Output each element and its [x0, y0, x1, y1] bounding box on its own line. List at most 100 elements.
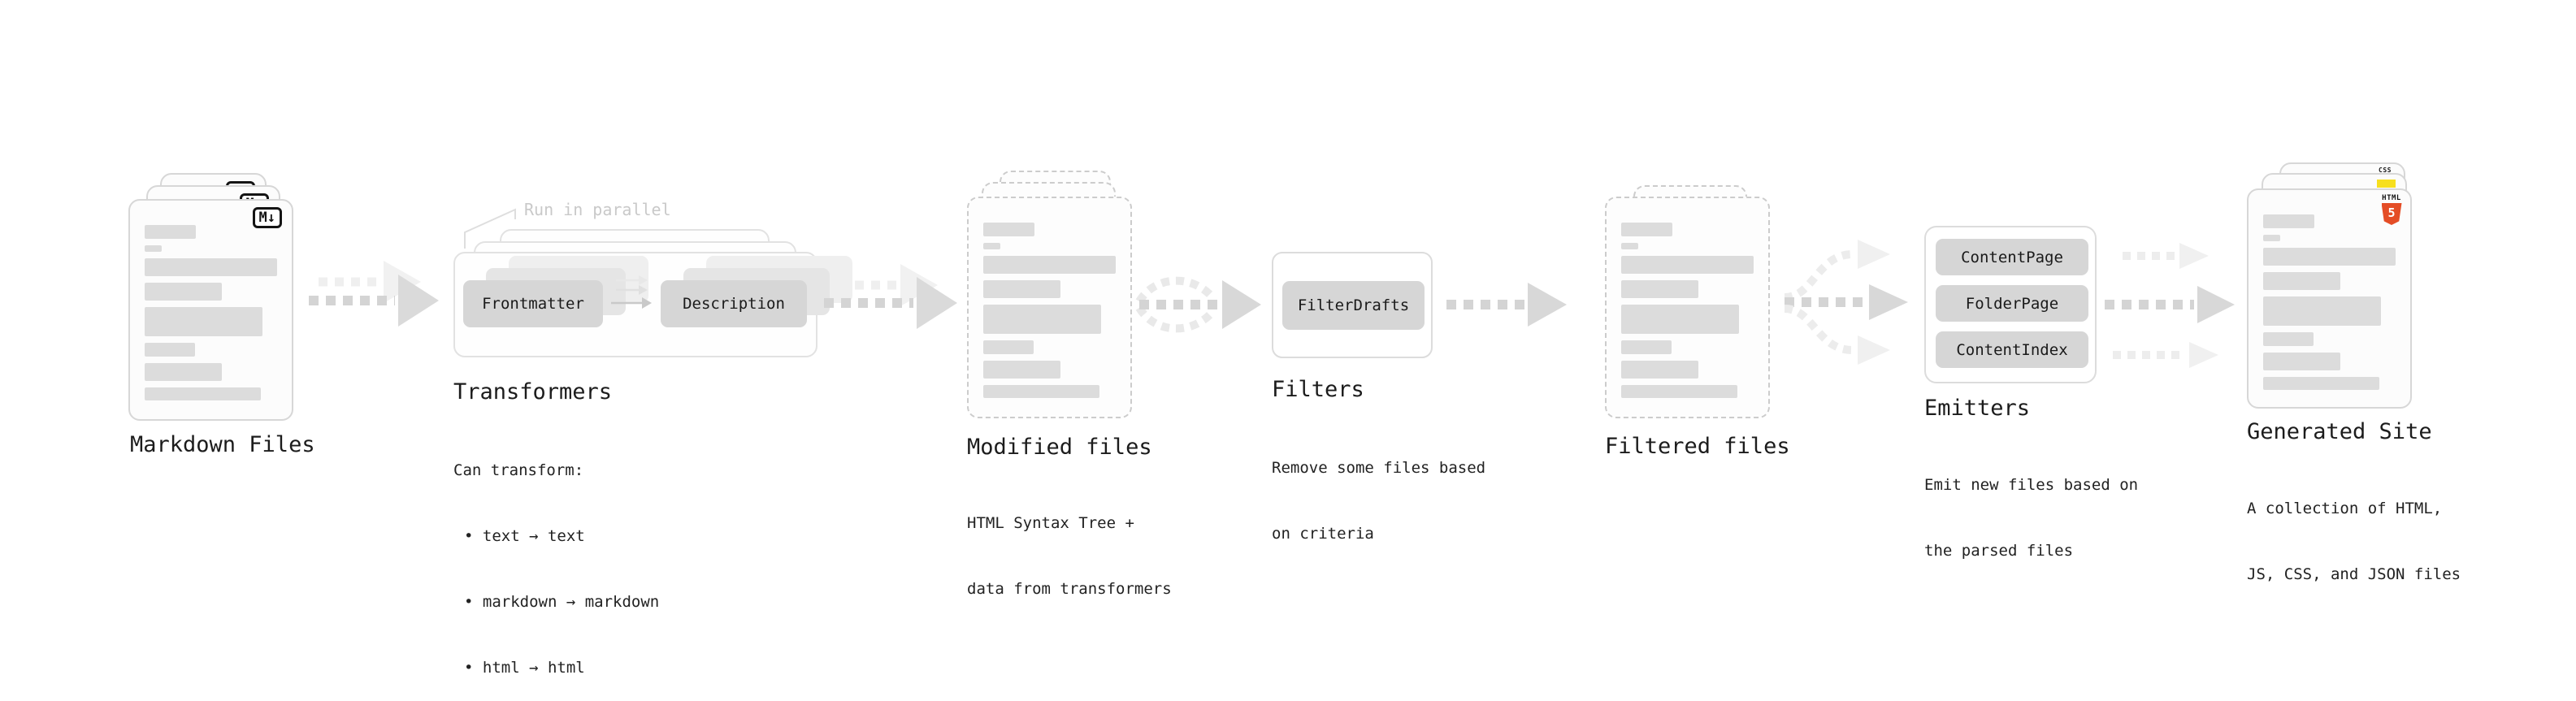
javascript-icon — [2377, 180, 2396, 188]
file-card-front — [1605, 197, 1770, 418]
filters-box: FilterDrafts — [1272, 252, 1433, 358]
placeholder-bar — [2263, 235, 2280, 241]
emitters-title: Emitters — [1924, 396, 2031, 421]
description-line: HTML Syntax Tree + — [967, 514, 1134, 532]
markdown-files-stack: M↓ M↓ M↓ — [128, 173, 332, 425]
placeholder-bar — [2263, 377, 2379, 390]
filters-description: Remove some files based on criteria — [1272, 413, 1485, 567]
placeholder-bar — [1621, 256, 1754, 274]
placeholder-bar — [983, 256, 1116, 274]
description-line: Remove some files based — [1272, 459, 1486, 477]
html5-icon-shield: 5 — [2381, 203, 2402, 225]
transformers-title: Transformers — [453, 379, 613, 405]
description-line: • text → text — [464, 527, 585, 545]
modified-files-title: Modified files — [967, 435, 1152, 460]
filtered-files-title: Filtered files — [1605, 434, 1790, 459]
arrowhead — [2197, 286, 2235, 323]
placeholder-bar — [2263, 248, 2396, 266]
placeholder-bar — [2263, 272, 2340, 290]
file-content-placeholder — [983, 223, 1116, 405]
placeholder-bar — [145, 225, 196, 239]
description-line: • markdown → markdown — [464, 593, 660, 611]
placeholder-bar — [2263, 214, 2314, 228]
placeholder-bar — [145, 307, 262, 336]
filters-title: Filters — [1272, 377, 1364, 402]
merge-arc-bottom — [1135, 305, 1216, 333]
file-card-front: HTML 5 — [2247, 188, 2412, 409]
file-content-placeholder — [1621, 223, 1754, 405]
placeholder-bar — [1621, 361, 1698, 379]
placeholder-bar — [983, 340, 1034, 354]
run-in-parallel-label: Run in parallel — [524, 200, 671, 219]
file-content-placeholder — [2263, 214, 2396, 396]
transformers-description: Can transform: • text → text • markdown … — [453, 416, 659, 701]
arrowhead — [917, 277, 957, 329]
placeholder-bar — [983, 243, 1000, 249]
description-line: A collection of HTML, — [2247, 500, 2443, 517]
file-content-placeholder — [145, 225, 277, 407]
description-line: Can transform: — [453, 461, 584, 479]
arrowhead-ghost — [1858, 335, 1890, 365]
placeholder-bar — [145, 258, 277, 276]
arrowhead — [1528, 283, 1567, 327]
merge-arc-top — [1135, 276, 1216, 304]
transformers-group: Frontmatter Description — [453, 229, 852, 367]
generated-site-description: A collection of HTML, JS, CSS, and JSON … — [2247, 454, 2461, 608]
description-line: data from transformers — [967, 580, 1172, 598]
arrowhead — [1222, 280, 1261, 329]
generated-site-title: Generated Site — [2247, 419, 2432, 444]
markdown-icon: M↓ — [252, 207, 282, 228]
fanout-arrow-top — [1784, 250, 1854, 301]
description-pill: Description — [661, 280, 807, 327]
modified-files-stack — [967, 171, 1146, 422]
arrowhead — [398, 275, 439, 327]
arrowhead-ghost — [2189, 342, 2218, 368]
arrowhead-ghost — [2179, 243, 2209, 269]
arrowhead — [1869, 284, 1908, 320]
placeholder-bar — [983, 361, 1060, 379]
file-card-front — [967, 197, 1132, 418]
modified-files-description: HTML Syntax Tree + data from transformer… — [967, 469, 1172, 622]
description-line: • html → html — [464, 659, 585, 677]
placeholder-bar — [2263, 353, 2340, 370]
placeholder-bar — [145, 245, 162, 252]
static-site-pipeline-diagram: { "markdown_files": { "title": "Markdown… — [128, 162, 2461, 677]
emitters-box: ContentPage FolderPage ContentIndex — [1924, 226, 2097, 383]
placeholder-bar — [983, 385, 1099, 398]
markdown-files-title: Markdown Files — [130, 432, 315, 457]
generated-site-stack: CSS HTML 5 — [2247, 162, 2450, 414]
contentindex-pill: ContentIndex — [1936, 331, 2088, 368]
placeholder-bar — [145, 363, 222, 381]
arrowhead-ghost — [1858, 240, 1890, 269]
css-icon-label: CSS — [2379, 167, 2392, 174]
description-line: on criteria — [1272, 525, 1374, 543]
folderpage-pill: FolderPage — [1936, 285, 2088, 322]
placeholder-bar — [145, 343, 195, 357]
contentpage-pill: ContentPage — [1936, 239, 2088, 275]
description-line: JS, CSS, and JSON files — [2247, 565, 2461, 583]
placeholder-bar — [1621, 340, 1672, 354]
emitters-description: Emit new files based on the parsed files — [1924, 431, 2138, 584]
placeholder-bar — [145, 283, 222, 301]
placeholder-bar — [1621, 223, 1672, 236]
placeholder-bar — [983, 280, 1060, 298]
placeholder-bar — [1621, 385, 1737, 398]
placeholder-bar — [1621, 243, 1638, 249]
fanout-arrow-bottom — [1784, 305, 1854, 354]
html5-icon: HTML 5 — [2381, 195, 2402, 225]
placeholder-bar — [2263, 296, 2381, 326]
html5-icon-label: HTML — [2382, 194, 2401, 202]
filtered-files-stack — [1605, 185, 1784, 429]
placeholder-bar — [2263, 332, 2314, 346]
placeholder-bar — [145, 387, 261, 400]
frontmatter-pill: Frontmatter — [463, 280, 603, 327]
description-line: the parsed files — [1924, 542, 2074, 560]
placeholder-bar — [1621, 280, 1698, 298]
arrowhead-ghost — [384, 261, 421, 303]
placeholder-bar — [1621, 305, 1739, 334]
filterdrafts-pill: FilterDrafts — [1282, 281, 1425, 330]
placeholder-bar — [983, 305, 1101, 334]
arrowhead-ghost — [900, 264, 938, 306]
description-line: Emit new files based on — [1924, 476, 2139, 494]
file-card-front: M↓ — [128, 199, 293, 421]
